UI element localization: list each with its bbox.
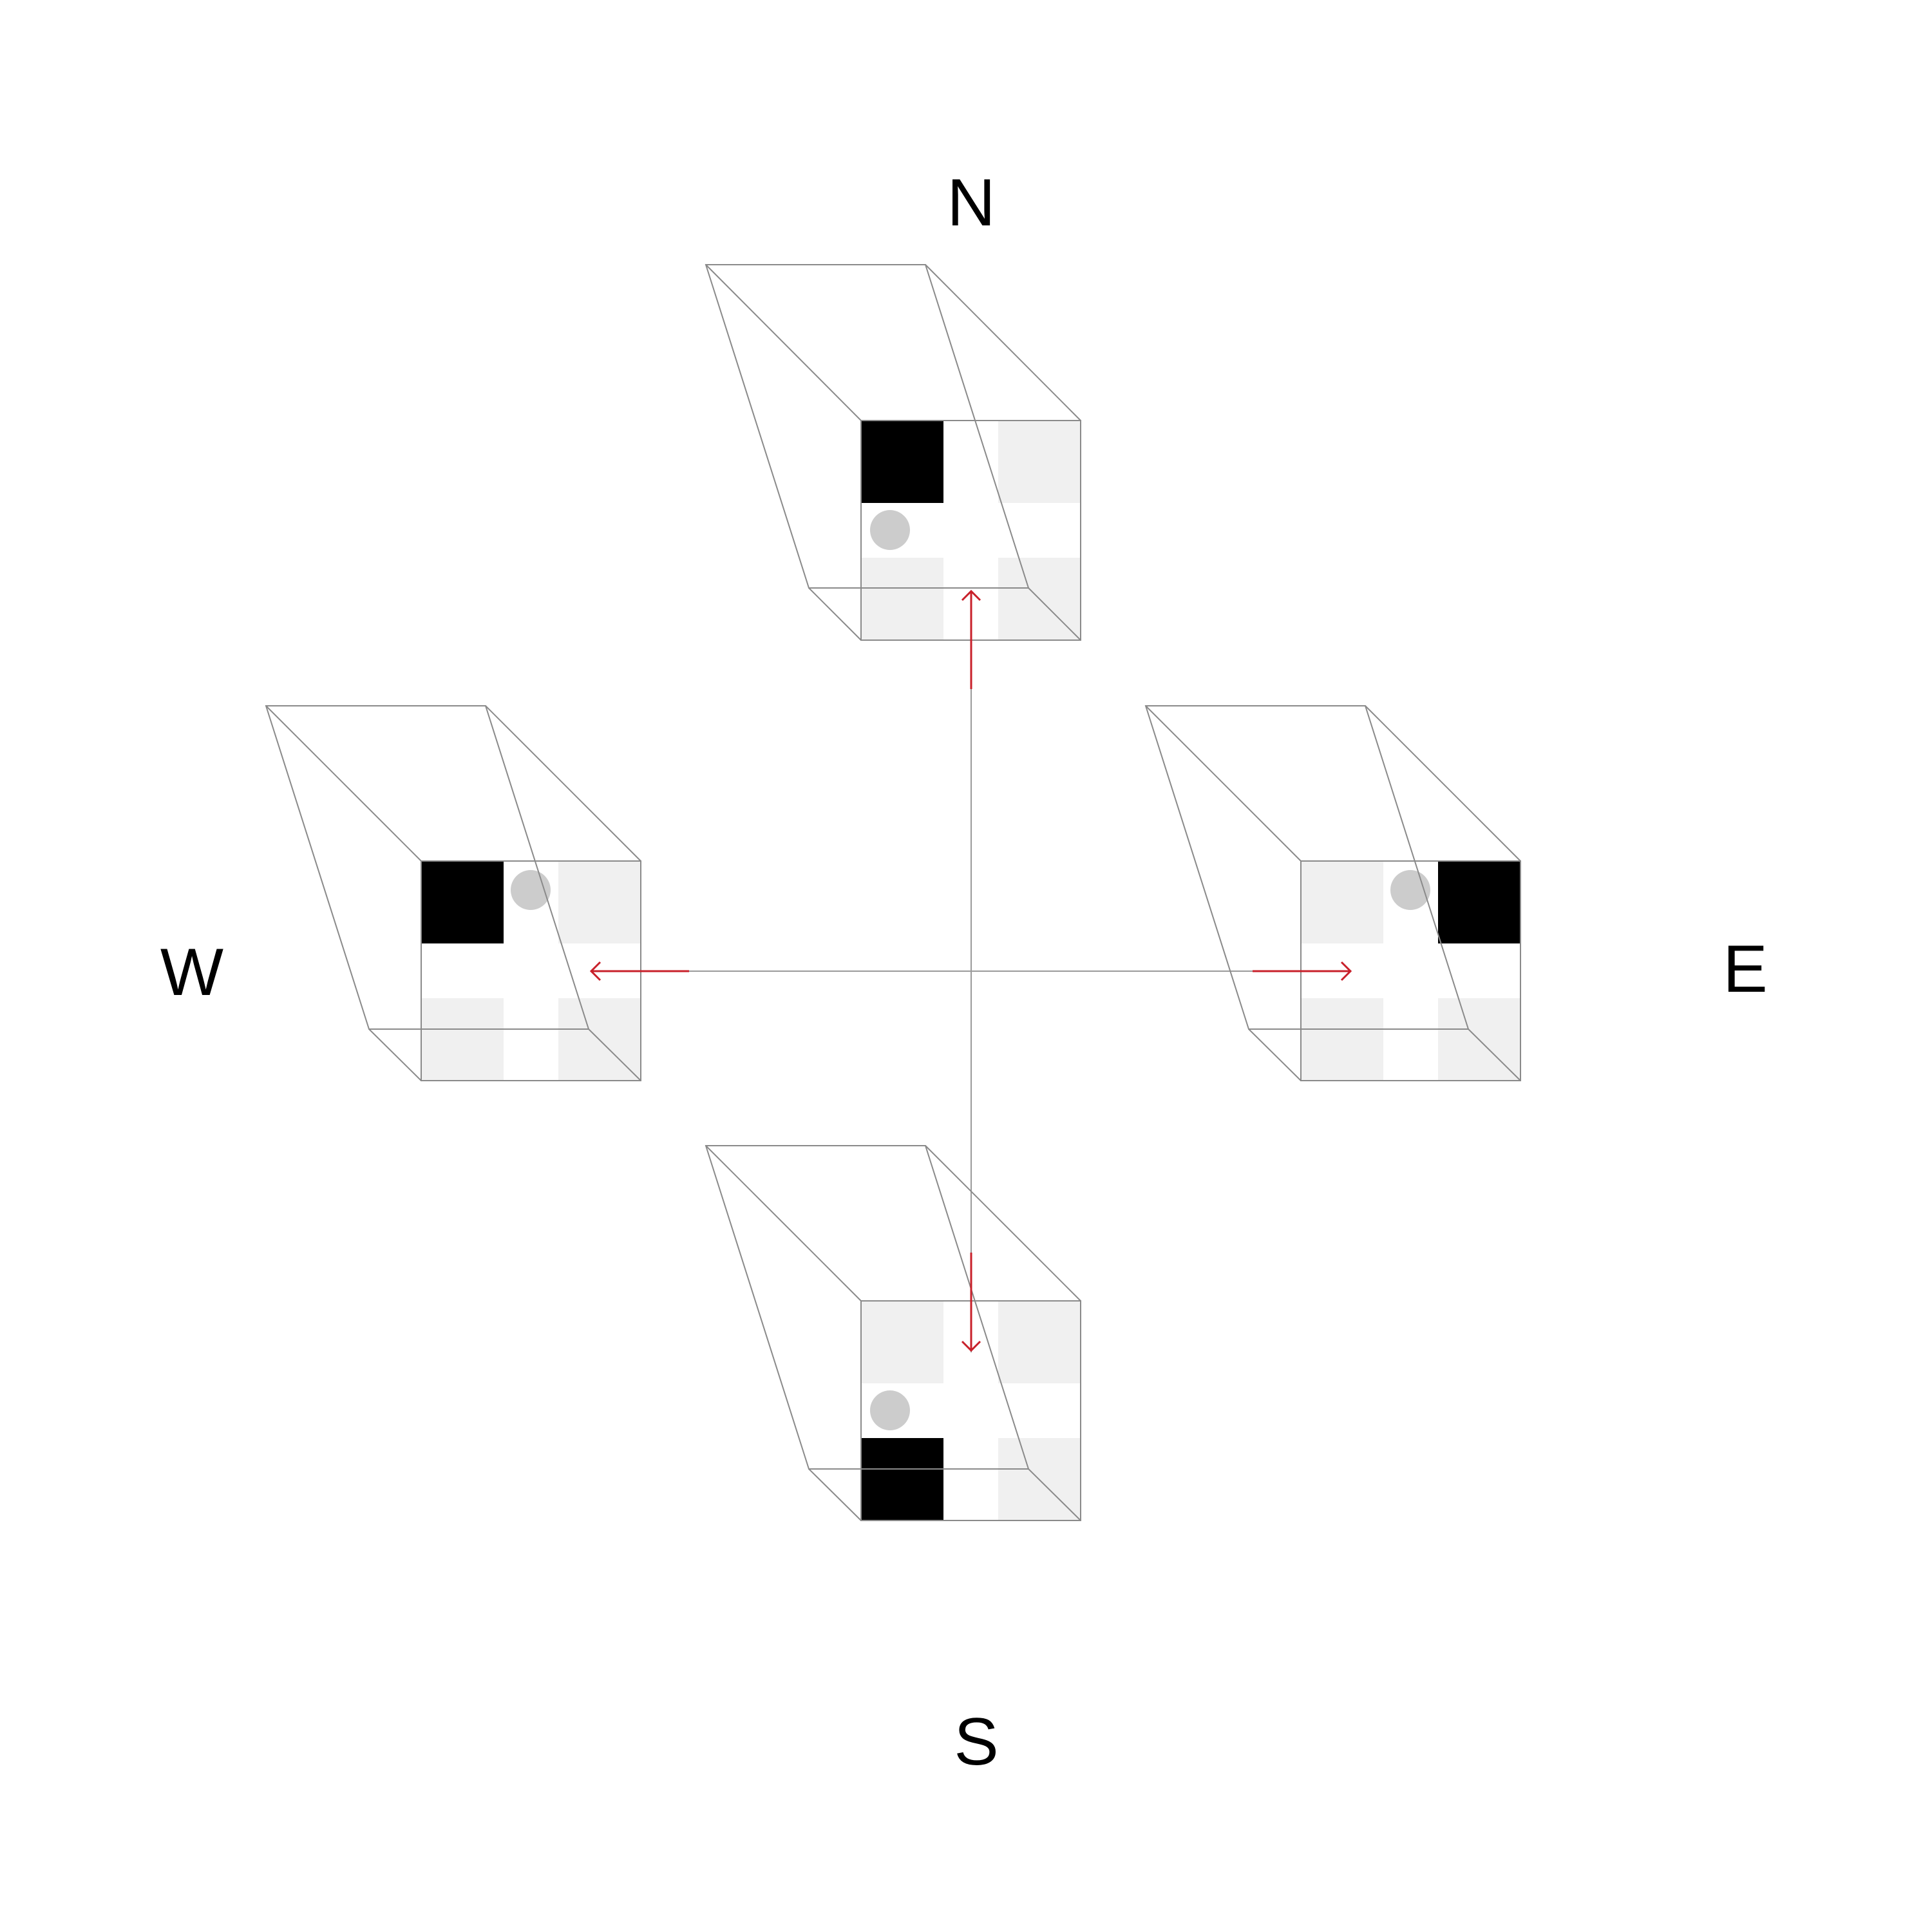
light-tile <box>861 558 943 640</box>
box-edge <box>925 1145 1081 1302</box>
box-edge <box>1248 1028 1302 1081</box>
box-edge <box>925 264 1081 421</box>
east-box <box>1144 705 1521 1081</box>
box-edge <box>588 1028 641 1081</box>
center-axes <box>689 689 1253 1352</box>
west-box <box>265 705 641 1081</box>
arrow-head <box>1340 961 1352 981</box>
east-arrow <box>1253 961 1352 981</box>
light-tile <box>558 861 641 943</box>
box-edge <box>705 1145 862 1302</box>
dark-tile <box>861 1438 943 1520</box>
box-edge <box>1145 705 1302 862</box>
light-tile <box>421 998 504 1081</box>
dark-tile <box>1438 861 1520 943</box>
box-edge <box>1468 1028 1521 1081</box>
box-edge <box>808 1468 862 1521</box>
south-label: S <box>954 1705 998 1779</box>
box-edge <box>1028 587 1081 641</box>
box-edge <box>705 264 862 421</box>
dark-tile <box>861 421 943 503</box>
light-tile <box>861 1301 943 1383</box>
light-tile <box>1301 861 1383 943</box>
north-label: N <box>947 166 995 240</box>
west-label: W <box>160 935 223 1010</box>
light-tile <box>1301 998 1383 1081</box>
box-edge <box>1028 1468 1081 1521</box>
arrow-head <box>961 589 981 601</box>
arrow-head <box>961 1340 981 1352</box>
marker-dot <box>870 510 910 550</box>
light-tile <box>998 1301 1081 1383</box>
light-tile <box>998 421 1081 503</box>
box-edge <box>265 705 422 862</box>
arrow-head <box>589 961 601 981</box>
marker-dot <box>870 1390 910 1430</box>
north-box <box>705 264 1081 641</box>
east-label: E <box>1723 932 1767 1007</box>
dark-tile <box>421 861 504 943</box>
box-edge <box>368 1028 422 1081</box>
box-edge <box>485 705 641 862</box>
south-arrow <box>961 1253 981 1352</box>
west-arrow <box>589 961 689 981</box>
box-edge <box>808 587 862 641</box>
box-edge <box>1365 705 1521 862</box>
north-arrow <box>961 589 981 689</box>
south-box <box>705 1145 1081 1521</box>
